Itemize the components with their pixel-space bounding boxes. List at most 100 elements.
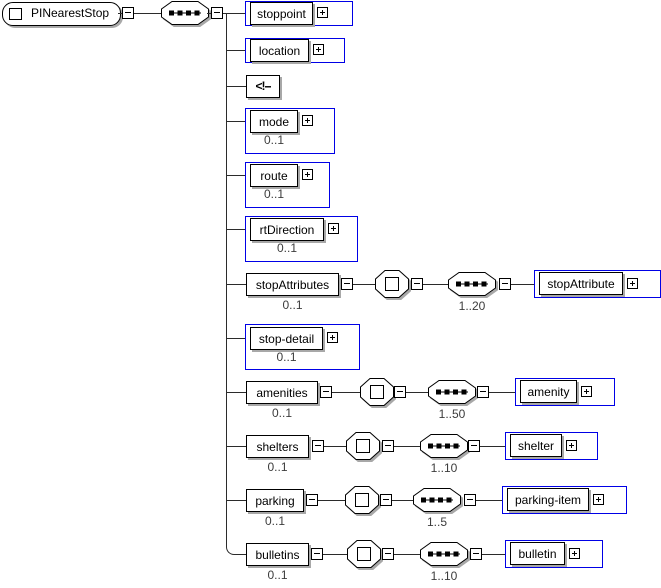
sequence-icon[interactable] xyxy=(448,272,496,296)
collapse-button[interactable] xyxy=(468,440,480,452)
root-element-label: PINearestStop xyxy=(31,6,110,20)
connector-line xyxy=(134,13,162,14)
expand-button[interactable] xyxy=(317,7,328,18)
connector-line xyxy=(394,554,420,555)
connector-elbow xyxy=(226,546,247,555)
element-label: shelters xyxy=(256,439,299,454)
connector-line xyxy=(226,284,246,285)
model-group-icon[interactable] xyxy=(375,270,409,298)
element-parking[interactable]: parking xyxy=(246,489,304,512)
element-label: stopAttributes xyxy=(255,277,330,292)
sequence-icon[interactable] xyxy=(420,434,468,458)
collapse-button[interactable] xyxy=(312,440,324,452)
element-stop-detail[interactable]: stop-detail xyxy=(250,327,323,350)
element-container-bulletin xyxy=(505,540,603,568)
element-parking-item[interactable]: parking-item xyxy=(507,488,589,511)
element-label: location xyxy=(258,43,301,58)
element-stoppoint[interactable]: stoppoint xyxy=(250,2,313,25)
collapse-button[interactable] xyxy=(411,278,423,290)
comment-icon: <!-- xyxy=(255,78,272,93)
expand-button[interactable] xyxy=(302,115,313,126)
connector-line xyxy=(226,500,246,501)
root-element-node[interactable]: PINearestStop xyxy=(2,2,121,26)
occurrence-label: 1..10 xyxy=(430,569,458,583)
element-stopattributes[interactable]: stopAttributes xyxy=(246,273,339,296)
occurrence-label: 1..20 xyxy=(458,299,486,313)
expand-button[interactable] xyxy=(581,386,592,397)
connector-line xyxy=(226,175,245,176)
collapse-button[interactable] xyxy=(499,278,511,290)
sequence-icon[interactable] xyxy=(161,1,209,25)
model-group-icon[interactable] xyxy=(345,486,379,514)
collapse-button[interactable] xyxy=(122,7,134,19)
element-label: bulletin xyxy=(518,546,557,561)
connector-line xyxy=(353,284,375,285)
sequence-icon[interactable] xyxy=(428,380,476,404)
element-label: parking-item xyxy=(514,492,582,507)
collapse-button[interactable] xyxy=(320,386,332,398)
expand-button[interactable] xyxy=(593,494,604,505)
element-icon xyxy=(9,8,22,20)
connector-line xyxy=(324,446,346,447)
expand-button[interactable] xyxy=(569,548,580,559)
sequence-icon[interactable] xyxy=(420,542,468,566)
expand-button[interactable] xyxy=(566,440,577,451)
element-amenity[interactable]: amenity xyxy=(520,380,577,403)
collapse-button[interactable] xyxy=(470,548,482,560)
element-container-location xyxy=(245,38,345,63)
element-shelter[interactable]: shelter xyxy=(510,434,562,457)
cardinality-label: 0..1 xyxy=(263,133,284,147)
element-label: stop-detail xyxy=(258,331,315,346)
collapse-button[interactable] xyxy=(311,548,323,560)
connector-line xyxy=(226,446,246,447)
model-group-icon[interactable] xyxy=(347,540,381,568)
element-label: stoppoint xyxy=(257,6,306,21)
model-group-icon[interactable] xyxy=(346,432,380,460)
element-stopattribute[interactable]: stopAttribute xyxy=(539,272,623,295)
collapse-button[interactable] xyxy=(211,7,223,19)
element-amenities[interactable]: amenities xyxy=(246,381,318,404)
sequence-icon[interactable] xyxy=(413,488,461,512)
connector-line xyxy=(423,284,448,285)
connector-line xyxy=(118,13,123,14)
collapse-button[interactable] xyxy=(382,440,394,452)
connector-line xyxy=(226,229,245,230)
expand-button[interactable] xyxy=(313,44,324,55)
expand-button[interactable] xyxy=(627,278,638,289)
cardinality-label: 0..1 xyxy=(267,460,288,474)
collapse-button[interactable] xyxy=(341,278,353,290)
element-container-parking-item xyxy=(502,486,627,514)
element-rtdirection[interactable]: rtDirection xyxy=(250,218,324,241)
connector-line xyxy=(489,392,515,393)
expand-button[interactable] xyxy=(328,223,339,234)
element-label: route xyxy=(260,168,288,183)
expand-button[interactable] xyxy=(327,332,338,343)
collapse-button[interactable] xyxy=(380,494,392,506)
cardinality-label: 0..1 xyxy=(264,514,285,528)
connector-line xyxy=(482,554,505,555)
connector-line xyxy=(226,50,245,51)
collapse-button[interactable] xyxy=(306,494,318,506)
element-location[interactable]: location xyxy=(250,39,309,62)
collapse-button[interactable] xyxy=(394,386,406,398)
element-mode[interactable]: mode xyxy=(250,110,298,133)
connector-line xyxy=(480,446,505,447)
connector-line xyxy=(226,121,245,122)
element-label: shelter xyxy=(517,438,555,453)
comment-node[interactable]: <!-- xyxy=(246,75,280,98)
collapse-button[interactable] xyxy=(464,494,476,506)
cardinality-label: 0..1 xyxy=(282,298,303,312)
element-label: bulletins xyxy=(255,547,300,562)
element-bulletins[interactable]: bulletins xyxy=(246,543,309,566)
element-shelters[interactable]: shelters xyxy=(246,435,309,458)
collapse-button[interactable] xyxy=(382,548,394,560)
element-bulletin[interactable]: bulletin xyxy=(510,542,565,565)
element-route[interactable]: route xyxy=(250,164,298,187)
connector-line xyxy=(323,554,347,555)
expand-button[interactable] xyxy=(302,169,313,180)
element-container-mode xyxy=(245,108,335,154)
cardinality-label: 0..1 xyxy=(263,187,284,201)
collapse-button[interactable] xyxy=(477,386,489,398)
occurrence-label: 1..10 xyxy=(430,461,458,475)
model-group-icon[interactable] xyxy=(360,378,394,406)
